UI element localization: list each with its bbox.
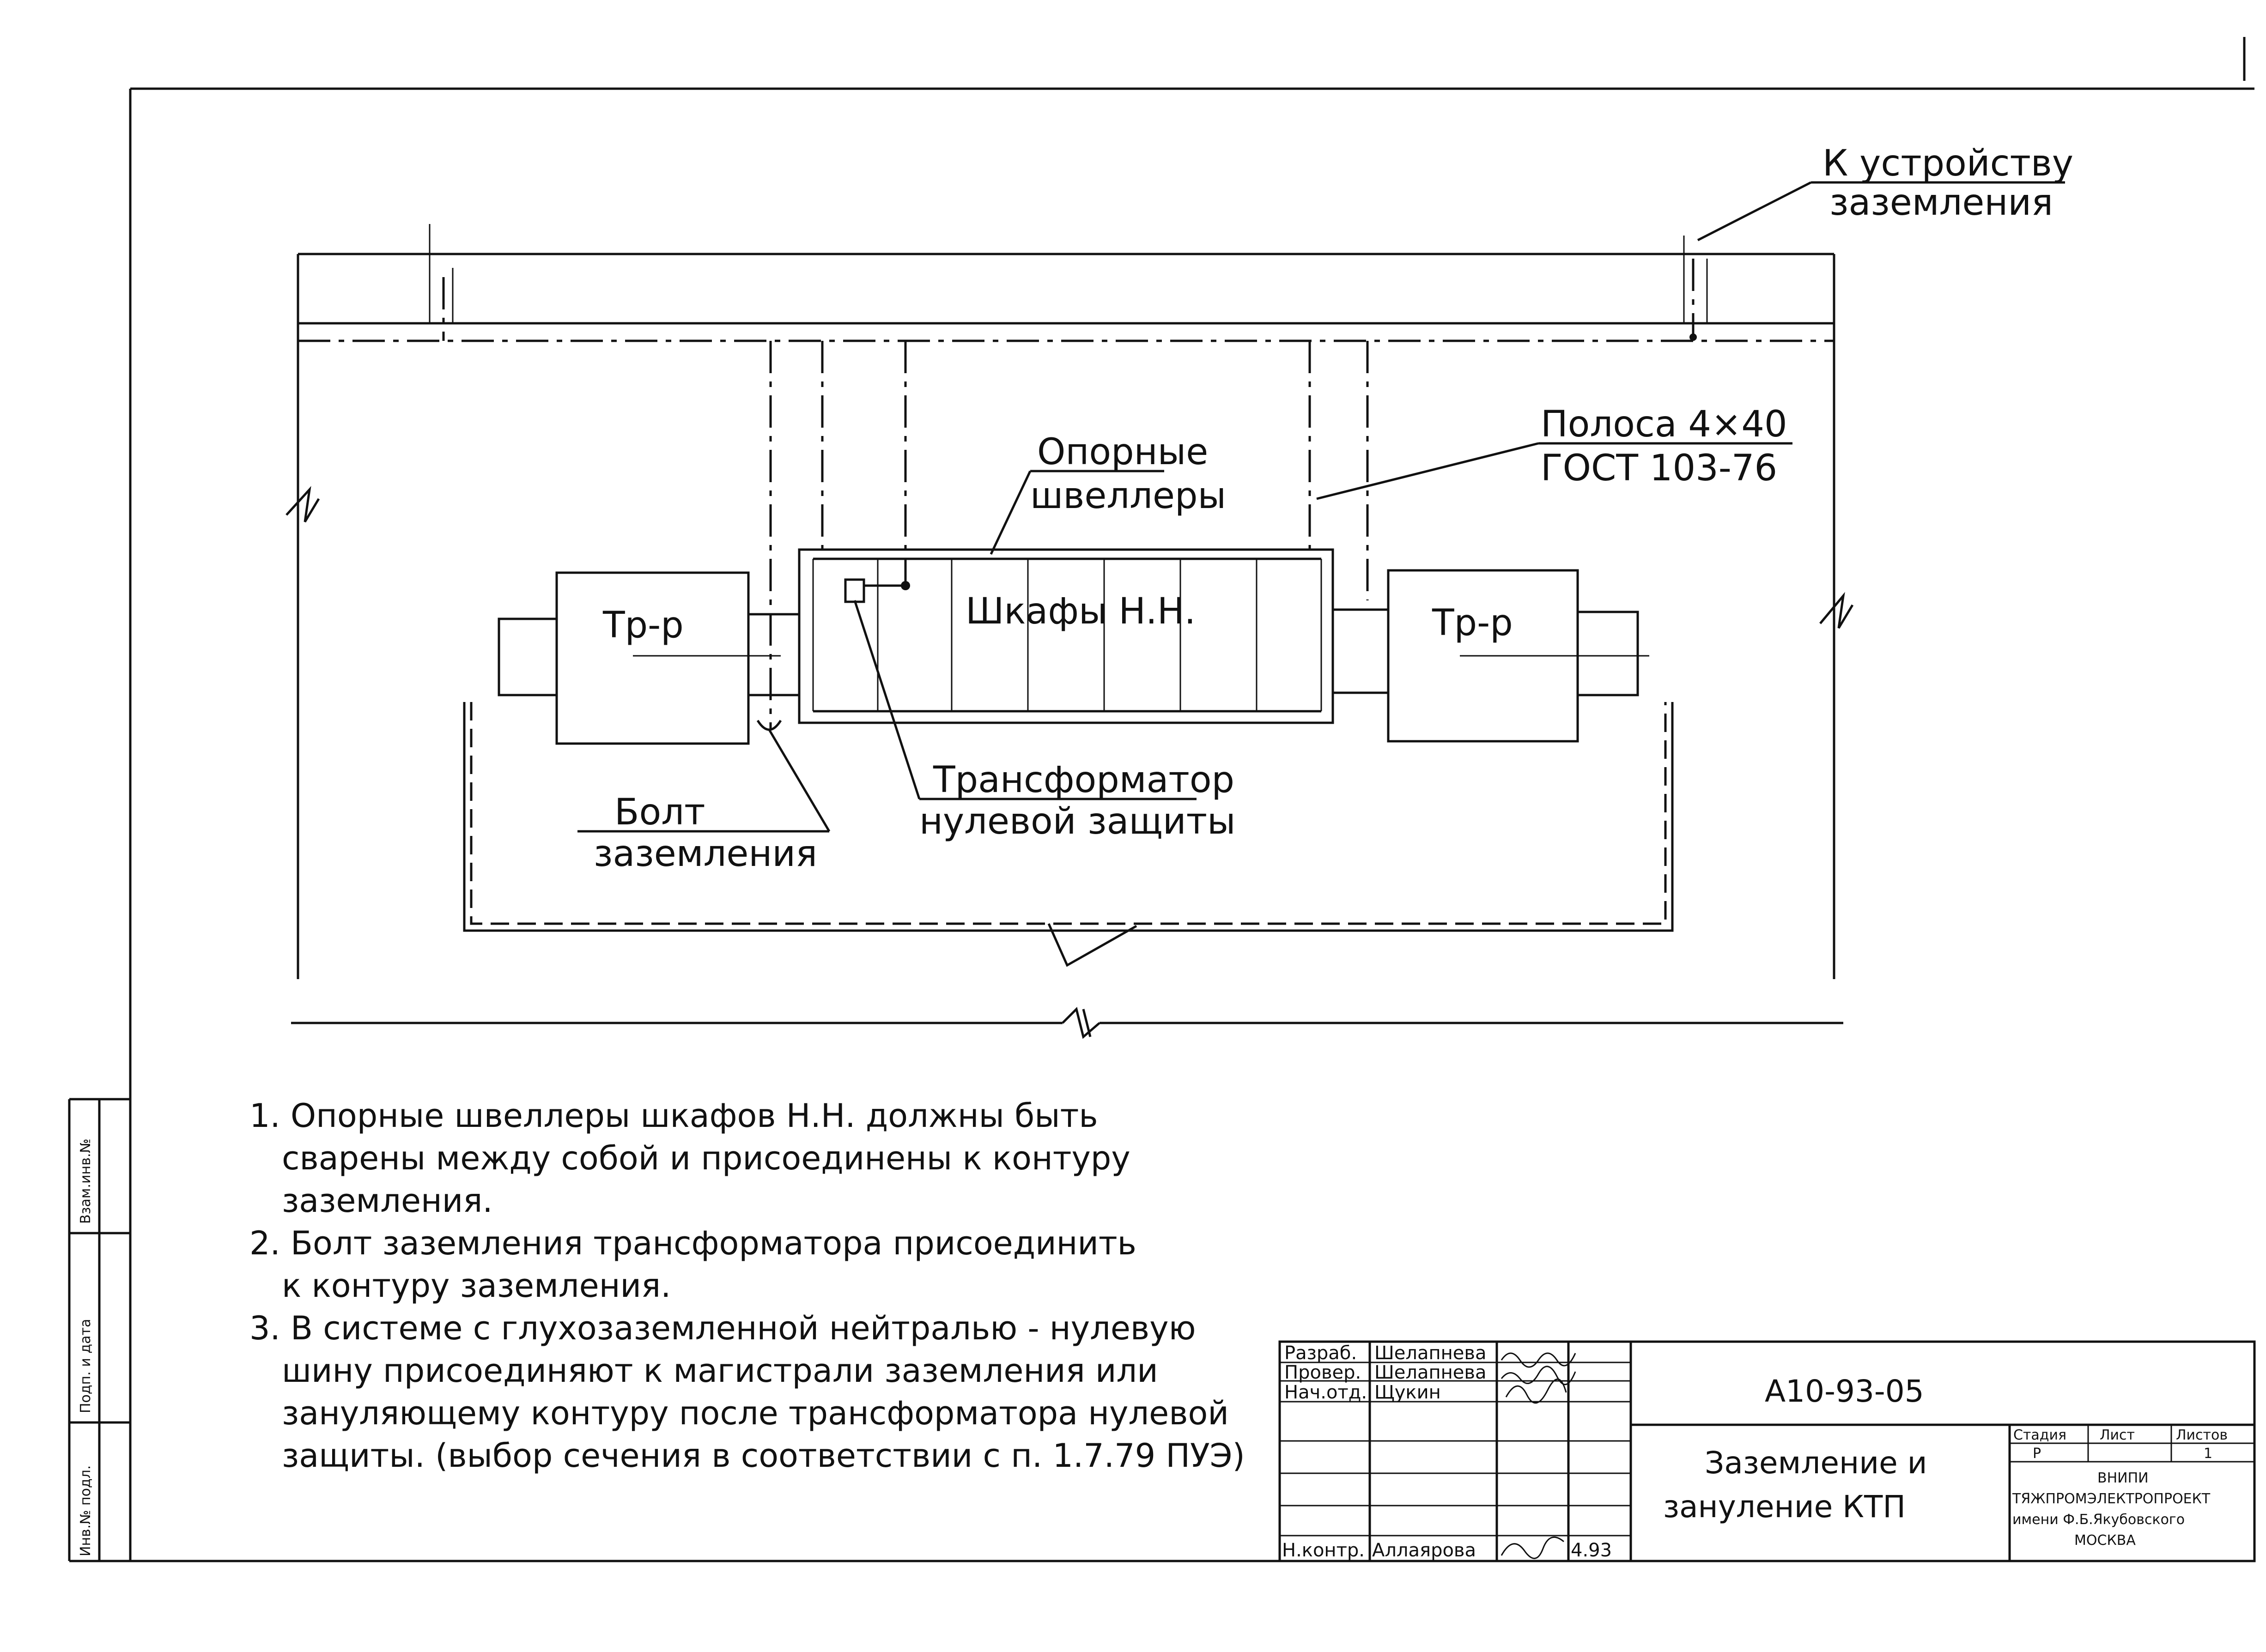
label-support-channels-2: швеллеры <box>1030 475 1226 517</box>
stage-header: Стадия <box>2013 1427 2066 1443</box>
stage-value: Р <box>2033 1446 2041 1462</box>
org-4: МОСКВА <box>2074 1532 2136 1549</box>
transformer-right: Тр-р <box>1331 569 1649 743</box>
label-ground-bolt-2: заземления <box>594 833 817 875</box>
sheet-header: Лист <box>2100 1427 2135 1443</box>
tb-role-0: Разраб. <box>1284 1343 1357 1364</box>
signature-4 <box>1501 1537 1564 1559</box>
note-line-7: шину присоединяют к магистрали заземлени… <box>282 1352 1158 1390</box>
label-zero-protection-1: Трансформатор <box>933 759 1234 801</box>
transformer-left-label: Тр-р <box>602 605 684 646</box>
label-strip-2: ГОСТ 103-76 <box>1541 448 1777 489</box>
signature-1 <box>1501 1352 1576 1368</box>
callout-ground-bolt: Болт заземления <box>577 729 831 875</box>
transformer-left: Тр-р <box>498 571 801 745</box>
org-1: ВНИПИ <box>2097 1470 2149 1486</box>
grounding-main <box>298 259 1834 731</box>
title-block: Разраб. Шелапнева Провер. Шелапнева Нач.… <box>1278 1340 2256 1562</box>
label-grounding-device-1: К устройству <box>1823 143 2073 184</box>
callout-support-channels: Опорные швеллеры <box>990 431 1226 555</box>
sheets-value: 1 <box>2204 1446 2212 1462</box>
tb-name-1: Шелапнева <box>1374 1362 1486 1383</box>
callout-strip: Полоса 4×40 ГОСТ 103-76 <box>1316 404 1792 500</box>
signature-3 <box>1505 1378 1567 1404</box>
org-2: ТЯЖПРОМЭЛЕКТРОПРОЕКТ <box>2012 1491 2211 1507</box>
tb-role-1: Провер. <box>1284 1362 1361 1383</box>
label-ground-bolt-1: Болт <box>614 792 705 833</box>
tb-name-2: Щукин <box>1374 1382 1441 1403</box>
note-line-1: 1. Опорные швеллеры шкафов Н.Н. должны б… <box>249 1097 1098 1135</box>
cabinets-row: Шкафы Н.Н. <box>798 548 1334 724</box>
callout-grounding-device: К устройству заземления <box>1697 143 2073 242</box>
tb-role-2: Нач.отд. <box>1284 1382 1367 1403</box>
callout-zero-protection-transformer: Трансформатор нулевой защиты <box>853 600 1236 842</box>
drawing-title-1: Заземление и <box>1705 1445 1927 1481</box>
note-line-3: заземления. <box>282 1182 493 1220</box>
room-outline <box>286 224 1854 1039</box>
drawing-notes: 1. Опорные швеллеры шкафов Н.Н. должны б… <box>249 1095 1266 1477</box>
note-line-6: 3. В системе с глухозаземленной нейтраль… <box>249 1309 1196 1347</box>
note-line-5: к контуру заземления. <box>282 1267 671 1305</box>
label-strip-1: Полоса 4×40 <box>1541 404 1787 445</box>
note-line-8: зануляющему контуру после трансформатора… <box>282 1394 1229 1432</box>
note-line-2: сварены между собой и присоединены к кон… <box>282 1139 1130 1177</box>
side-stamp: Взам.инв.№ Подп. и дата Инв.№ подл. <box>68 1098 130 1561</box>
tb-name-0: Шелапнева <box>1374 1343 1486 1364</box>
transformer-right-label: Тр-р <box>1432 602 1513 644</box>
side-stamp-sign-date: Подп. и дата <box>78 1319 94 1413</box>
tb-date: 4.93 <box>1571 1540 1612 1561</box>
cabinets-label: Шкафы Н.Н. <box>966 591 1196 632</box>
note-line-4: 2. Болт заземления трансформатора присое… <box>249 1224 1136 1262</box>
tb-name-6: Аллаярова <box>1372 1540 1476 1561</box>
label-grounding-device-2: заземления <box>1829 182 2053 224</box>
signature-2 <box>1501 1366 1576 1386</box>
label-zero-protection-2: нулевой защиты <box>919 801 1236 842</box>
drawing-title-2: зануление КТП <box>1663 1489 1906 1525</box>
sheets-header: Листов <box>2176 1427 2228 1443</box>
doc-code: А10-93-05 <box>1765 1374 1924 1409</box>
note-line-9: защиты. (выбор сечения в соответствии с … <box>282 1437 1245 1475</box>
side-stamp-substitute: Взам.инв.№ <box>78 1138 94 1224</box>
tb-role-6: Н.контр. <box>1282 1540 1365 1561</box>
side-stamp-inventory: Инв.№ подл. <box>78 1465 94 1556</box>
grounding-contour <box>463 702 1674 967</box>
org-3: имени Ф.Б.Якубовского <box>2012 1512 2185 1528</box>
label-support-channels-1: Опорные <box>1037 431 1208 473</box>
